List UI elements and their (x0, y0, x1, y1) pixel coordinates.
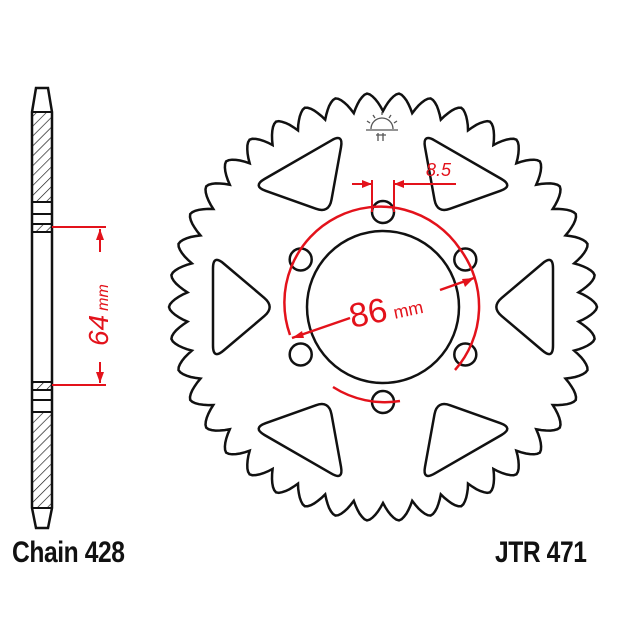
side-profile (30, 86, 54, 530)
center-bore (305, 229, 461, 385)
lightening-holes (211, 136, 555, 478)
bolt-hole (288, 247, 313, 272)
chain-size-label: Chain 428 (12, 536, 125, 569)
lightening-hole (423, 136, 509, 212)
lightening-hole (257, 136, 343, 212)
bolt-spacing-dimension (52, 226, 106, 386)
bolt-hole-dimension (352, 180, 456, 212)
bolt-spacing-label: 64mm (83, 284, 114, 346)
lightening-hole (423, 402, 509, 478)
bolt-hole (370, 199, 396, 225)
lightening-hole (211, 258, 271, 356)
lightening-hole (257, 402, 343, 478)
jt-sun-logo-icon (366, 112, 398, 141)
pcd-label: 86mm (346, 283, 426, 336)
pcd-dimension-line (291, 276, 475, 340)
bolt-hole (453, 342, 478, 367)
lightening-hole (495, 258, 555, 356)
bolt-hole-label: 8.5 (426, 160, 452, 180)
part-number-label: JTR 471 (495, 536, 587, 569)
bolt-hole (453, 247, 478, 272)
pcd-circle (283, 205, 481, 404)
bolt-hole (288, 342, 313, 367)
sprocket-teeth-outline (167, 92, 599, 522)
